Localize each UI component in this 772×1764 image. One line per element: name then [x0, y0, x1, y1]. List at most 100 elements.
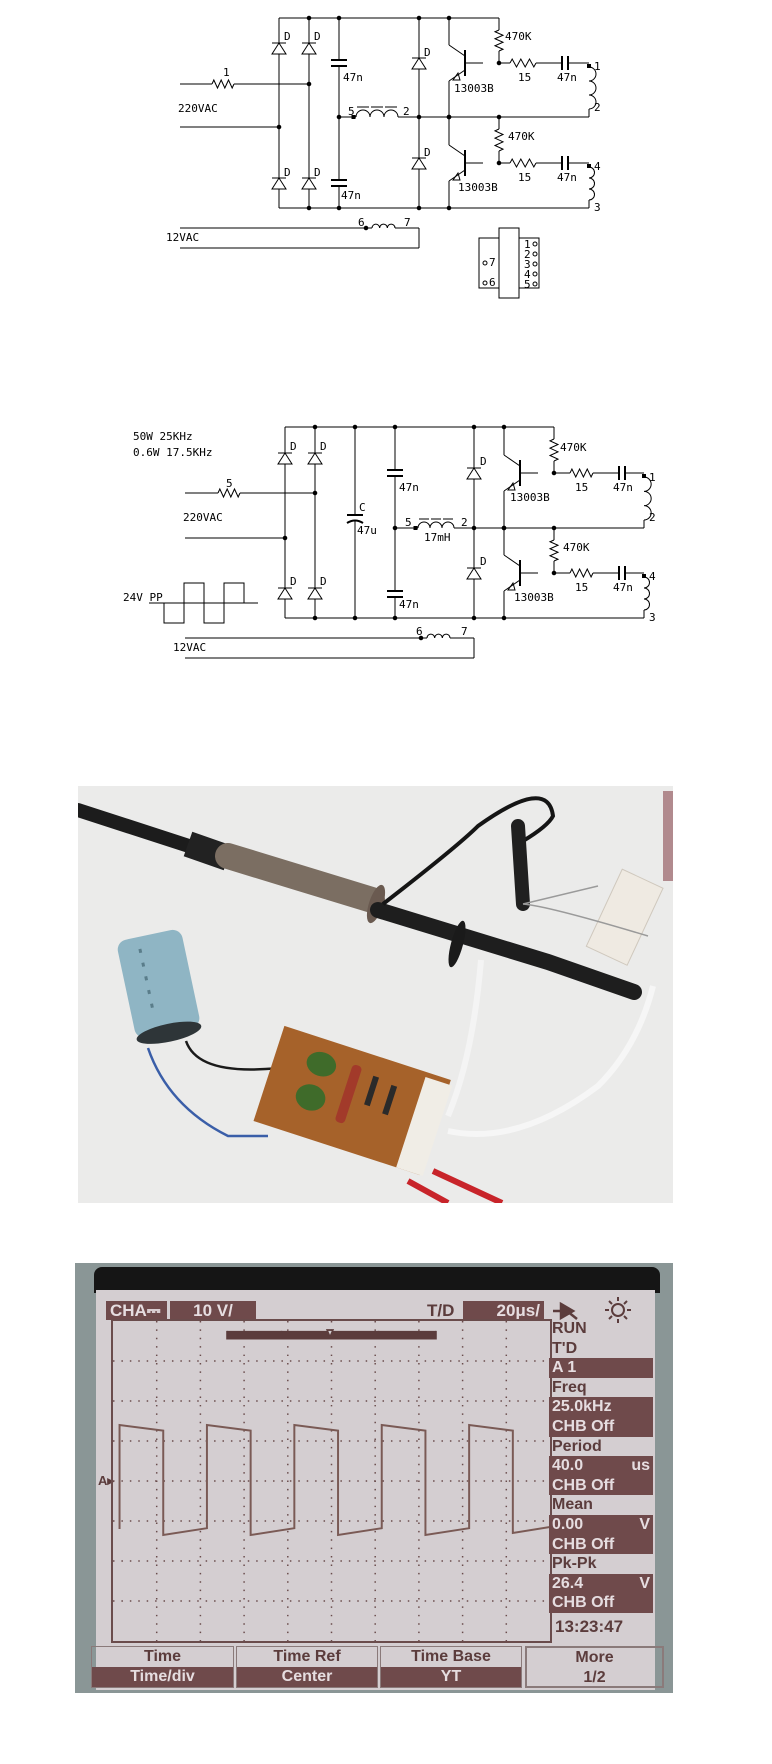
softkey-time-base[interactable]: Time Base YT [380, 1646, 522, 1688]
measure-channel-b: CHB Off [549, 1416, 653, 1437]
diode-label: D [314, 166, 321, 179]
measure-channel-b: CHB Off [549, 1593, 653, 1613]
diode-label: D [480, 555, 487, 568]
junction-dot [471, 615, 477, 621]
wire [503, 454, 521, 467]
transformer-pin: 2 [524, 248, 531, 261]
wire [503, 579, 521, 592]
junction-dot [471, 424, 477, 430]
transformer-winding [588, 66, 597, 110]
run-status: RUN [552, 1320, 587, 1337]
softkey-time-ref[interactable]: Time Ref Center [236, 1646, 378, 1688]
diode-label: D [424, 146, 431, 159]
secondary-b-label: 7 [461, 625, 468, 638]
resistor-leads [522, 885, 649, 937]
period-value: 40.0 [552, 1457, 584, 1475]
junction-dot [336, 15, 342, 21]
transformer-pin-hole [532, 251, 538, 257]
capacitor [561, 156, 569, 170]
power-resistor [585, 868, 664, 966]
diode [277, 587, 293, 600]
dc-coupling-icon: ⎓ [146, 1301, 161, 1320]
junction-dot [352, 615, 358, 621]
junction-dot [392, 424, 398, 430]
wire [448, 44, 466, 57]
emitter-arrow [452, 171, 461, 181]
resistor [211, 78, 235, 90]
capacitor [618, 466, 626, 480]
pin-label: 2 [594, 101, 601, 114]
measure-name: Mean [552, 1496, 593, 1514]
diode-label: D [284, 30, 291, 43]
inductor [355, 109, 399, 118]
trigger-source[interactable]: A 1 [549, 1358, 653, 1378]
diode-label: D [480, 455, 487, 468]
transformer-winding [643, 476, 652, 521]
capacitor [387, 469, 403, 477]
softkey-bar: Time Time/div Time Ref Center Time Base … [91, 1646, 664, 1688]
diode-label: D [290, 575, 297, 588]
resistor [217, 487, 241, 499]
r-in-label: 5 [226, 477, 233, 490]
r-base-top-label: 15 [575, 481, 588, 494]
junction-dot [446, 114, 452, 120]
junction-dot [312, 615, 318, 621]
trigger-position-bar [226, 1329, 437, 1340]
r-bias-top-label: 470K [505, 30, 532, 43]
trigger-icon [553, 1301, 578, 1321]
measure-name: Freq [552, 1378, 587, 1396]
softkey-value: Time/div [92, 1667, 233, 1687]
secondary-b-label: 7 [404, 216, 411, 229]
junction-dot [336, 205, 342, 211]
pin-label: 1 [649, 471, 656, 484]
schematic-1-labels: 1 220VAC D D D D D D 47n 47n 5 2 470K 47… [166, 30, 601, 291]
c-base-bottom-label: 47n [557, 171, 577, 184]
capacitor [117, 929, 202, 1044]
diode [307, 452, 323, 465]
q-top-label: 13003B [454, 82, 494, 95]
junction-dot [446, 205, 452, 211]
junction-dot [392, 615, 398, 621]
junction-dot [416, 15, 422, 21]
transformer-pin-hole [532, 271, 538, 277]
black-wire [184, 1040, 279, 1071]
oscilloscope-probe [78, 796, 642, 1000]
resistor [569, 467, 594, 479]
inductor-node-a: 5 [348, 105, 355, 118]
transformer-pin: 6 [489, 276, 496, 289]
transformer-pin: 5 [524, 278, 531, 291]
backlight-sun-icon[interactable] [604, 1296, 632, 1324]
softkey-value: Center [237, 1667, 377, 1687]
schematic-2 [149, 424, 652, 659]
wire [448, 144, 466, 157]
softkey-more[interactable]: More 1/2 [525, 1646, 664, 1688]
c-base-top-label: 47n [557, 71, 577, 84]
diode-label: D [284, 166, 291, 179]
r-in-label: 1 [223, 66, 230, 79]
diode [271, 177, 287, 190]
diode-label: D [320, 575, 327, 588]
mean-unit: V [639, 1515, 650, 1533]
lcd-display: CHA⎓ 10 V/ T/D 20μs/ A▸ RUN T'D A 1 Freq… [91, 1290, 664, 1690]
resistor [548, 539, 560, 562]
softkey-time[interactable]: Time Time/div [91, 1646, 234, 1688]
junction-dot [276, 124, 282, 130]
transformer-pin: 1 [524, 238, 531, 251]
junction-dot [306, 15, 312, 21]
schematic-1 [180, 15, 597, 299]
junction-dot [312, 490, 318, 496]
pkpk-unit: V [639, 1574, 650, 1592]
c-base-bottom-label: 47n [613, 581, 633, 594]
pin-label: 3 [594, 201, 601, 214]
cap-top-label: 47n [343, 71, 363, 84]
blue-wire [146, 1047, 268, 1138]
measure-name: Pk-Pk [552, 1555, 597, 1573]
wire [448, 169, 466, 182]
note-line: 50W 25KHz [133, 430, 193, 443]
pcb [253, 1025, 453, 1176]
timebase-value: 20μs/ [463, 1301, 544, 1320]
junction-dot [306, 81, 312, 87]
r-bias-bottom-label: 470K [508, 130, 535, 143]
diode [301, 177, 317, 190]
